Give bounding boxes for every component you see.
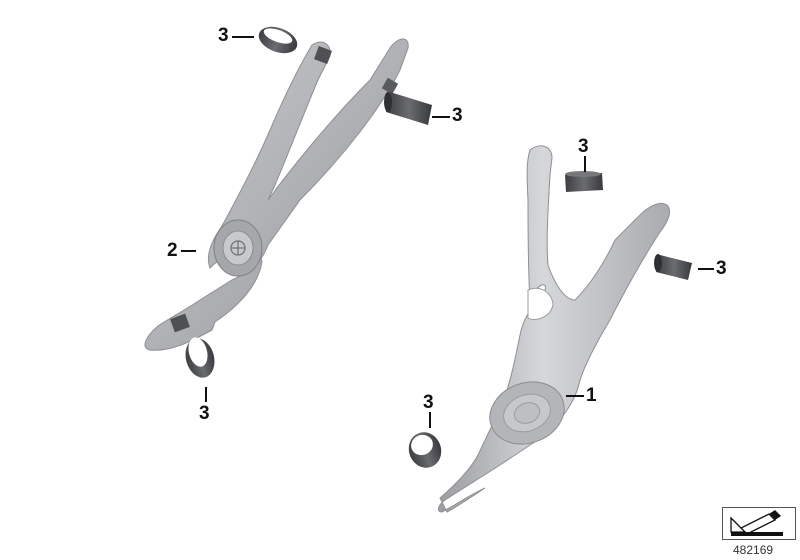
arrow-icon xyxy=(730,510,783,536)
callout-1: 1 xyxy=(586,385,597,406)
reference-number: 482169 xyxy=(733,543,774,557)
leader-line xyxy=(584,156,586,172)
leader-line xyxy=(566,395,584,397)
part-1-right-lever-cover xyxy=(437,145,671,513)
ring-3a xyxy=(258,26,298,54)
ring-3e xyxy=(654,254,692,280)
leader-line xyxy=(232,36,254,38)
ring-3f xyxy=(408,432,442,468)
leader-line xyxy=(181,250,196,252)
callout-3-top-left: 3 xyxy=(218,25,229,46)
leader-line xyxy=(429,412,431,428)
ring-3d xyxy=(565,171,603,192)
callout-3-right-side: 3 xyxy=(716,258,727,279)
emblem-icon xyxy=(230,240,246,256)
leader-line xyxy=(205,387,207,402)
leader-line xyxy=(698,268,714,270)
leader-line xyxy=(432,116,450,118)
callout-3-left-bottom: 3 xyxy=(199,403,210,424)
callout-2: 2 xyxy=(167,240,178,261)
reference-arrow-box xyxy=(722,507,796,540)
part-2-left-lever-cover xyxy=(144,38,409,351)
callout-3-bottom-left: 3 xyxy=(423,392,434,413)
ring-3b xyxy=(384,92,432,125)
callout-3-top-right: 3 xyxy=(452,105,463,126)
ring-3c xyxy=(185,337,215,378)
callout-3-right-top: 3 xyxy=(578,136,589,157)
